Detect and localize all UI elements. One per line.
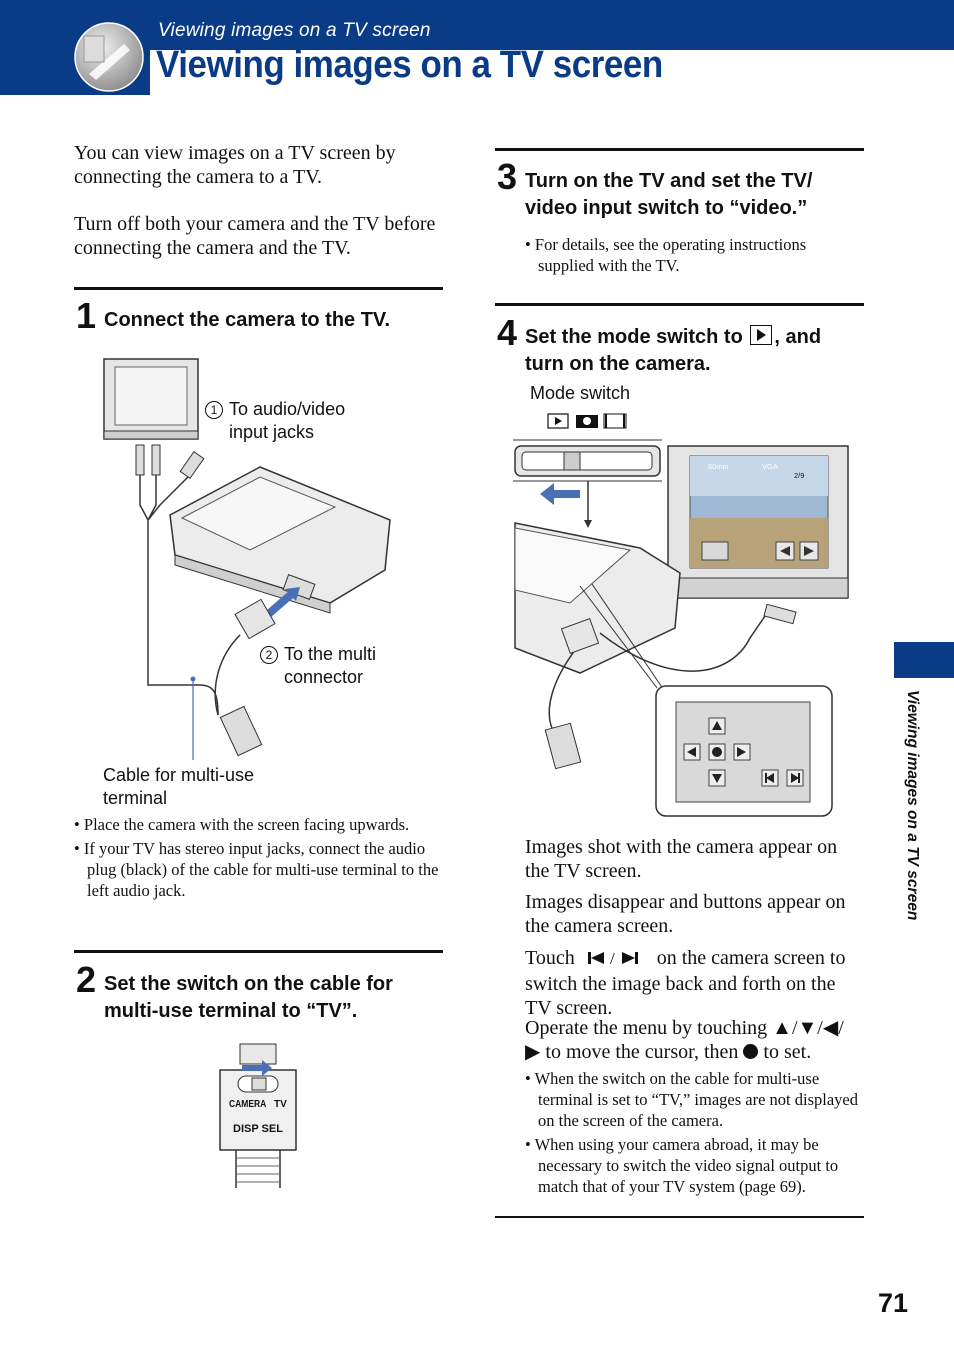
operate-text-c: to set. [763, 1041, 812, 1063]
side-tab [894, 642, 954, 678]
operate-text-b: ▶ to move the cursor, then [525, 1041, 739, 1063]
step-title: Connect the camera to the TV. [104, 309, 390, 331]
note-item: When using your camera abroad, it may be… [525, 1134, 860, 1197]
switch-label-tv: TV [274, 1099, 287, 1110]
step-title-start: Set the mode switch to [525, 326, 743, 348]
step-title: Turn on the TV and set the TV/ video inp… [525, 170, 813, 219]
callout-text: To audio/video input jacks [229, 399, 346, 442]
tv-image-size-indicator: VGA [762, 462, 778, 471]
step-divider [74, 287, 443, 290]
switch-label-camera: CAMERA [229, 1099, 267, 1110]
step4-paragraph-4: Operate the menu by touching ▲/▼/◀/ ▶ to… [525, 1016, 865, 1064]
prev-next-icons: / [586, 948, 646, 972]
callout-multi-connector: 2 To the multi connector [260, 643, 420, 689]
step4-paragraph-2: Images disappear and buttons appear on t… [525, 891, 846, 937]
callout-av-jacks: 1 To audio/video input jacks [205, 398, 385, 444]
step-divider [74, 950, 443, 953]
touch-text-end: on the camera screen to switch the image… [525, 947, 846, 1019]
connector-label: DISP SEL [233, 1123, 283, 1135]
step-title: Set the mode switch to , and turn on the… [525, 324, 855, 378]
step-number: 1 [76, 295, 97, 336]
tv-connection-badge-icon [74, 22, 144, 92]
tv-battery-indicator: 60min [708, 462, 729, 471]
header-band [0, 0, 954, 50]
step-title-end: , and turn on the camera. [525, 326, 822, 375]
intro-paragraph-2: Turn off both your camera and the TV bef… [74, 213, 436, 259]
step-number: 3 [497, 156, 518, 197]
step1-notes: Place the camera with the screen facing … [74, 814, 444, 901]
callout-number: 1 [205, 401, 223, 419]
note-item: If your TV has stereo input jacks, conne… [74, 838, 444, 901]
note-item: When the switch on the cable for multi-u… [525, 1068, 860, 1131]
side-tab-label: Viewing images on a TV screen [904, 690, 921, 921]
touch-text-start: Touch [525, 947, 575, 969]
callout-text: To the multi connector [284, 644, 377, 687]
intro-paragraph-1: You can view images on a TV screen by co… [74, 142, 396, 188]
step-number: 4 [497, 312, 518, 353]
movie-mode-icon [603, 413, 627, 429]
cable-switch-illustration [219, 1043, 297, 1188]
step4-paragraph-3: Touch / on the camera screen to switch t… [525, 946, 865, 1020]
step3-notes: For details, see the operating instructi… [525, 234, 855, 276]
operate-text-a: Operate the menu by touching ▲/▼/◀/ [525, 1017, 844, 1039]
playback-icon [750, 325, 773, 345]
page-title: Viewing images on a TV screen [156, 44, 663, 86]
step-divider [495, 303, 864, 306]
callout-number: 2 [260, 646, 278, 664]
page-number: 71 [878, 1288, 909, 1318]
tv-image-counter: 2/9 [794, 471, 805, 480]
note-item: Place the camera with the screen facing … [74, 814, 444, 835]
step-title: Set the switch on the cable for multi-us… [104, 973, 393, 1022]
step4-paragraph-1: Images shot with the camera appear on th… [525, 836, 838, 882]
mode-switch-label: Mode switch [530, 383, 631, 403]
svg-text:/: / [610, 950, 615, 966]
camera-to-tv-illustration [103, 358, 391, 760]
step-number: 2 [76, 959, 97, 1000]
step-divider [495, 148, 864, 151]
note-item: For details, see the operating instructi… [525, 234, 855, 276]
section-title: Viewing images on a TV screen [158, 20, 431, 41]
section-end-rule [495, 1216, 864, 1218]
mode-switch-and-tv-illustration [513, 413, 849, 817]
set-dot-icon [743, 1044, 759, 1059]
step4-notes: When the switch on the cable for multi-u… [525, 1068, 860, 1197]
cable-label: Cable for multi-use terminal [103, 765, 255, 808]
